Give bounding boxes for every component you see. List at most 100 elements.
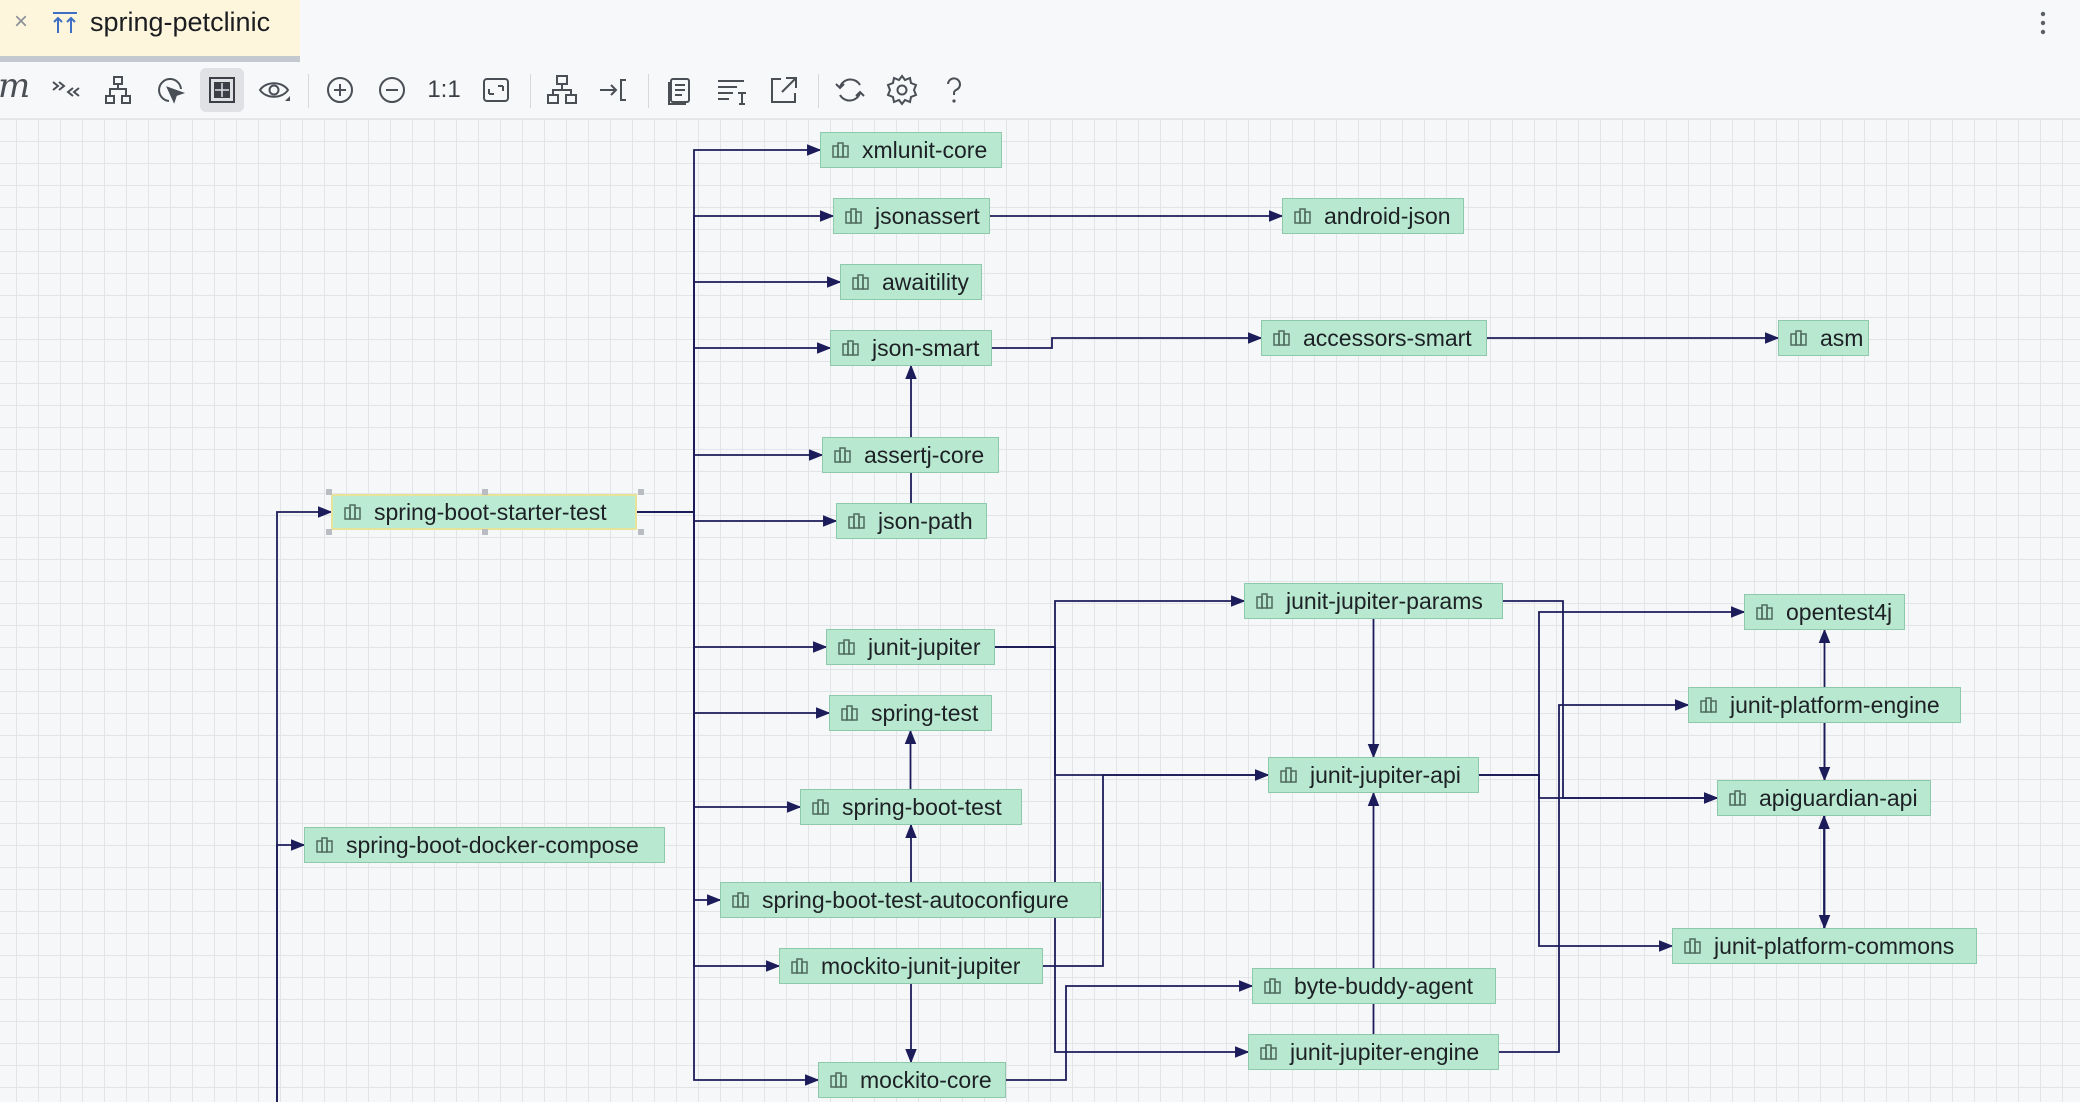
node-opentest4j[interactable]: opentest4j: [1744, 594, 1905, 630]
help-icon: [947, 77, 961, 103]
node-label: json-path: [878, 507, 973, 534]
apply-layout-button[interactable]: [592, 68, 636, 112]
library-icon: [842, 340, 859, 356]
node-label: spring-test: [871, 699, 979, 726]
diagram-toolbar: m 1:1: [0, 62, 2080, 119]
copy-icon: [668, 78, 690, 105]
node-mockito-junit-jupiter[interactable]: mockito-junit-jupiter: [779, 948, 1043, 984]
library-icon: [830, 1072, 847, 1088]
library-icon: [1790, 330, 1807, 346]
node-junit-platform-engine[interactable]: junit-platform-engine: [1688, 687, 1961, 723]
node-spring-test[interactable]: spring-test: [829, 695, 992, 731]
node-junit-jupiter[interactable]: junit-jupiter: [826, 629, 995, 665]
library-icon: [1729, 790, 1746, 806]
library-icon: [832, 142, 849, 158]
selection-handle[interactable]: [326, 529, 332, 535]
editor-tab-bar: × spring-petclinic: [0, 0, 2080, 63]
node-label: mockito-junit-jupiter: [821, 952, 1021, 979]
diagram-canvas[interactable]: xmlunit-core jsonassert android-json awa…: [0, 119, 2080, 1102]
node-label: junit-jupiter-api: [1310, 761, 1461, 788]
node-jsonassert[interactable]: jsonassert: [833, 198, 990, 234]
library-icon: [1756, 604, 1773, 620]
node-spring-boot-starter-test[interactable]: spring-boot-starter-test: [331, 494, 637, 530]
node-awaitility[interactable]: awaitility: [840, 264, 982, 300]
toolbar-separator: [530, 74, 531, 108]
hierarchy-button[interactable]: [96, 68, 140, 112]
node-byte-buddy-agent[interactable]: byte-buddy-agent: [1252, 968, 1496, 1004]
edge-junit-jupiter-to-junit-jupiter-api: [995, 646, 1270, 781]
node-label: asm: [1820, 324, 1864, 351]
node-label: jsonassert: [875, 202, 980, 229]
edge-spring-boot-starter-test-to-json-smart: [637, 342, 832, 513]
selection-handle[interactable]: [482, 529, 488, 535]
toolbar-m-label: m: [0, 66, 31, 106]
node-android-json[interactable]: android-json: [1282, 198, 1464, 234]
tab-spring-petclinic[interactable]: × spring-petclinic: [0, 0, 300, 62]
library-icon: [1280, 767, 1297, 783]
library-icon: [1684, 938, 1701, 954]
node-assertj-core[interactable]: assertj-core: [822, 437, 999, 473]
library-icon: [1294, 208, 1311, 224]
zoom-out-button[interactable]: [370, 68, 414, 112]
edge-spring-boot-starter-test-to-json-path: [637, 511, 838, 527]
zoom-out-icon: [379, 77, 405, 103]
library-icon: [316, 837, 333, 853]
node-mockito-core[interactable]: mockito-core: [818, 1062, 1006, 1098]
edge-spring-boot-starter-test-to-jsonassert: [637, 210, 835, 513]
help-button[interactable]: [932, 68, 976, 112]
selection-handle[interactable]: [638, 489, 644, 495]
library-icon: [732, 892, 749, 908]
node-asm[interactable]: asm: [1778, 320, 1869, 356]
library-icon: [1700, 697, 1717, 713]
refresh-button[interactable]: [828, 68, 872, 112]
settings-button[interactable]: [880, 68, 924, 112]
node-spring-boot-test-autoconfigure[interactable]: spring-boot-test-autoconfigure: [720, 882, 1101, 918]
library-icon: [845, 208, 862, 224]
library-icon: [838, 639, 855, 655]
close-icon[interactable]: ×: [13, 8, 28, 35]
edge-junit-jupiter-api-to-apiguardian-api: [1479, 774, 1719, 804]
node-spring-boot-test[interactable]: spring-boot-test: [800, 789, 1022, 825]
node-junit-jupiter-engine[interactable]: junit-jupiter-engine: [1248, 1034, 1499, 1070]
node-json-smart[interactable]: json-smart: [830, 330, 992, 366]
node-label: json-smart: [872, 334, 980, 361]
node-xmlunit-core[interactable]: xmlunit-core: [820, 132, 1002, 168]
edge-spring-boot-starter-test-to-xmlunit-core: [637, 144, 822, 513]
node-label: accessors-smart: [1303, 324, 1472, 351]
selection-handle[interactable]: [482, 489, 488, 495]
node-apiguardian-api[interactable]: apiguardian-api: [1717, 780, 1931, 816]
actual-size-button[interactable]: 1:1: [422, 68, 466, 112]
fit-content-button[interactable]: [200, 68, 244, 112]
settings-icon: [886, 74, 918, 106]
select-neighbors-button[interactable]: [148, 68, 192, 112]
edge-spring-boot-starter-test-to-junit-jupiter: [637, 511, 828, 653]
node-label: opentest4j: [1786, 598, 1893, 625]
layout-button[interactable]: [540, 68, 584, 112]
node-junit-jupiter-api[interactable]: junit-jupiter-api: [1268, 757, 1479, 793]
library-icon: [841, 705, 858, 721]
fit-page-button[interactable]: [474, 68, 518, 112]
text-format-button[interactable]: [710, 68, 754, 112]
visibility-button[interactable]: [252, 68, 296, 112]
edge-junit-jupiter-api-to-junit-platform-commons: [1479, 774, 1674, 952]
export-button[interactable]: [762, 68, 806, 112]
node-label: mockito-core: [860, 1066, 992, 1093]
node-json-path[interactable]: json-path: [836, 503, 987, 539]
expand-collapse-button[interactable]: [44, 68, 88, 112]
selection-handle[interactable]: [326, 489, 332, 495]
selection-handle[interactable]: [638, 529, 644, 535]
node-accessors-smart[interactable]: accessors-smart: [1261, 320, 1487, 356]
edge-spring-boot-starter-test-to-assertj-core: [637, 449, 824, 513]
node-label: apiguardian-api: [1759, 784, 1918, 811]
node-spring-boot-docker-compose[interactable]: spring-boot-docker-compose: [304, 827, 665, 863]
node-label: spring-boot-docker-compose: [346, 831, 639, 858]
node-junit-jupiter-params[interactable]: junit-jupiter-params: [1244, 583, 1503, 619]
node-junit-platform-commons[interactable]: junit-platform-commons: [1672, 928, 1977, 964]
node-label: android-json: [1324, 202, 1451, 229]
more-vertical-icon[interactable]: [2036, 8, 2050, 38]
node-label: xmlunit-core: [862, 136, 988, 163]
copy-button[interactable]: [658, 68, 702, 112]
zoom-in-button[interactable]: [318, 68, 362, 112]
edge-spring-boot-starter-test-to-awaitility: [637, 276, 842, 513]
edge-junit-jupiter-to-junit-jupiter-engine: [995, 646, 1250, 1058]
